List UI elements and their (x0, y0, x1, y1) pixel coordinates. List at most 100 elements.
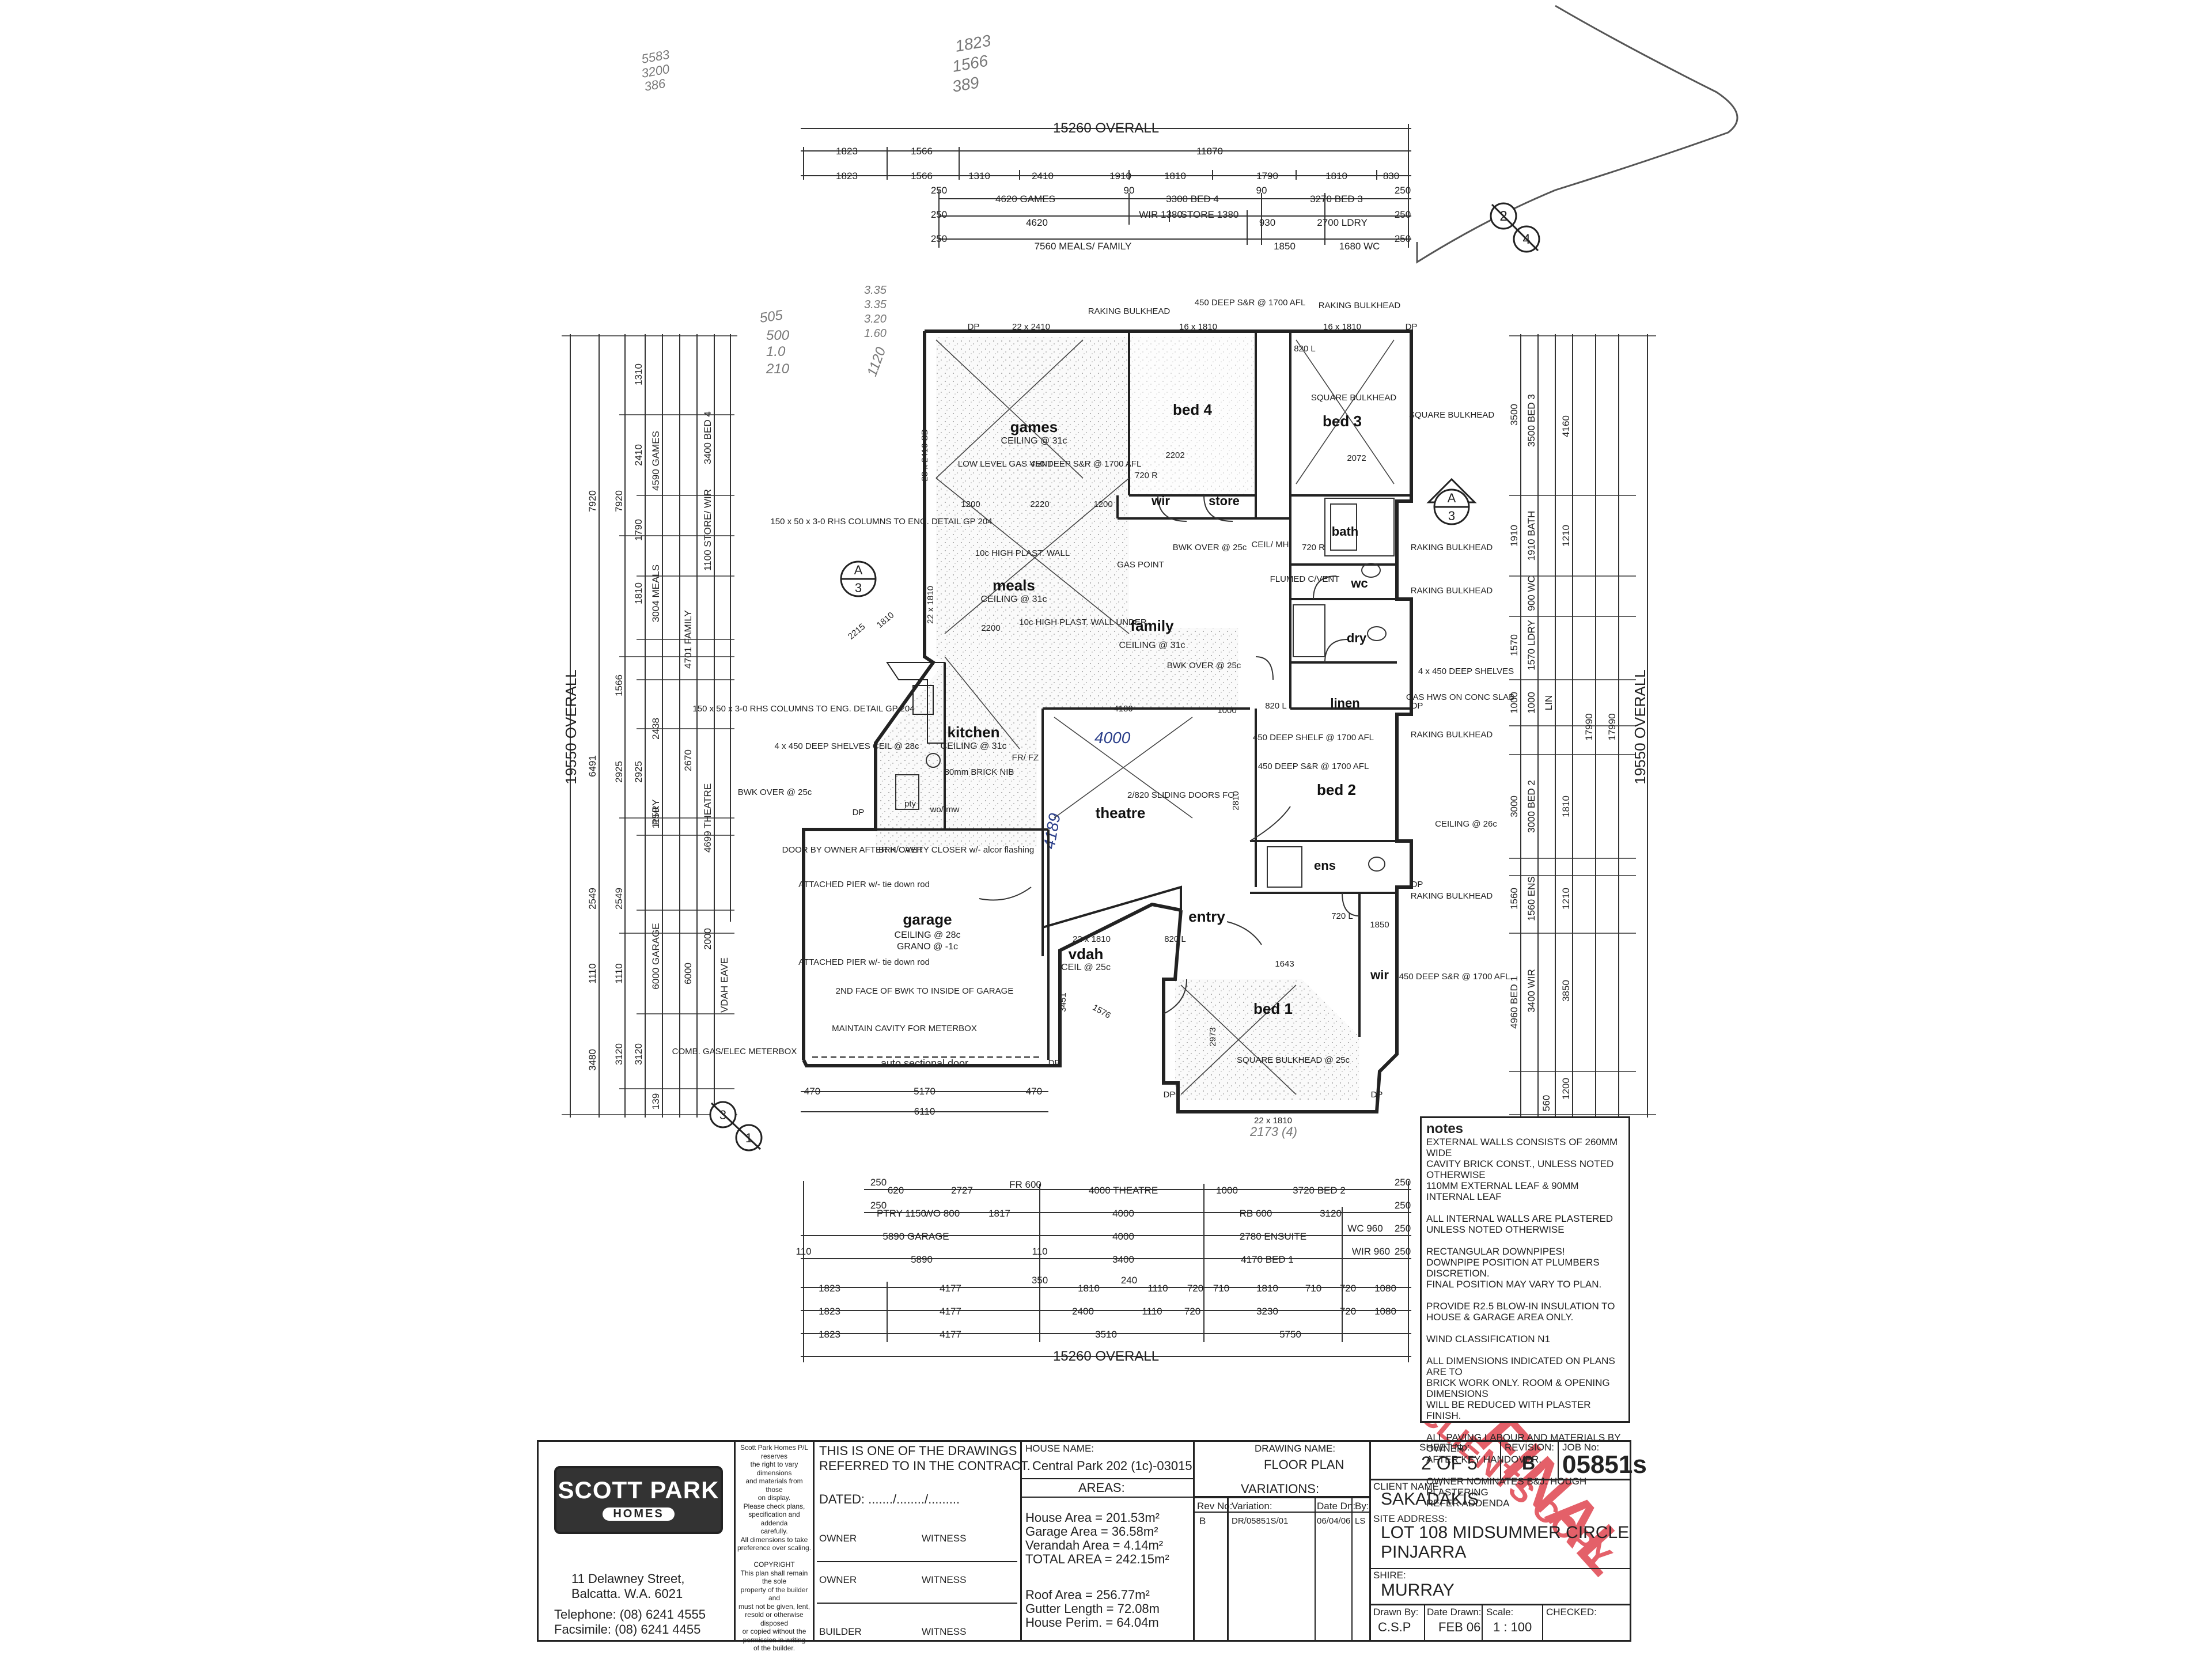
disclaimer-line: or copied without the (742, 1627, 806, 1635)
disclaimer-line: of the builder. (753, 1644, 796, 1652)
svg-text:1210: 1210 (1560, 888, 1571, 910)
scott-park-logo: SCOTT PARK HOMES (554, 1466, 723, 1534)
svg-text:3510: 3510 (1095, 1329, 1117, 1340)
date-drawn-label: Date Drawn: (1427, 1607, 1482, 1618)
bed4-fill (1129, 337, 1256, 495)
contract-line1: THIS IS ONE OF THE DRAWINGS (819, 1444, 1017, 1458)
shire: MURRAY (1381, 1581, 1455, 1600)
disclaimer-line: property of the builder and (740, 1585, 808, 1603)
logo-text-top: SCOTT PARK (558, 1476, 719, 1503)
svg-text:1210: 1210 (1560, 525, 1571, 547)
svg-text:3400: 3400 (1112, 1254, 1134, 1265)
svg-text:3120: 3120 (1320, 1208, 1342, 1219)
svg-text:RAKING BULKHEAD: RAKING BULKHEAD (1319, 301, 1401, 310)
svg-text:VDAH EAVE: VDAH EAVE (719, 957, 730, 1013)
svg-text:1110: 1110 (587, 963, 598, 983)
svg-text:2173 (4): 2173 (4) (1249, 1124, 1297, 1139)
svg-text:1810: 1810 (633, 582, 644, 604)
notes-line (1426, 1202, 1624, 1213)
svg-text:720 R: 720 R (1135, 471, 1158, 480)
svg-text:720: 720 (1340, 1306, 1356, 1317)
svg-text:830: 830 (1383, 171, 1399, 181)
svg-text:WC 960: WC 960 (1347, 1223, 1382, 1234)
room-bed3: bed 3 (1323, 412, 1362, 430)
svg-text:4177: 4177 (940, 1306, 961, 1317)
svg-text:3.20: 3.20 (864, 313, 887, 325)
svg-text:1823: 1823 (819, 1306, 840, 1317)
svg-text:250: 250 (1395, 233, 1411, 244)
disclaimer-line: specification and addenda (748, 1510, 800, 1527)
garage-area: Garage Area = 36.58m² (1025, 1524, 1158, 1539)
svg-text:350: 350 (1032, 1275, 1048, 1286)
svg-text:3230: 3230 (1256, 1306, 1278, 1317)
svg-text:250: 250 (931, 233, 947, 244)
checked-label: CHECKED: (1546, 1607, 1597, 1618)
svg-text:1310: 1310 (968, 171, 990, 181)
svg-text:386: 386 (643, 76, 667, 94)
handwritten-notes: 5583 3200 386 1823 1566 389 505 500 1.0 … (641, 31, 1297, 1139)
notes-line (1426, 1235, 1624, 1246)
svg-text:4177: 4177 (940, 1329, 961, 1340)
notes-line: REFER ADDENDA (1426, 1498, 1510, 1509)
svg-text:450 DEEP S&R @ 1700 AFL: 450 DEEP S&R @ 1700 AFL (1195, 298, 1306, 308)
svg-text:720: 720 (1184, 1306, 1200, 1317)
section-marker-top-right: 2 4 (1490, 202, 1540, 253)
house-perimeter: House Perim. = 64.04m (1025, 1615, 1159, 1630)
svg-text:LIN: LIN (1543, 695, 1554, 710)
notes-line: ALL DIMENSIONS INDICATED ON PLANS ARE TO (1426, 1355, 1615, 1377)
house-name-label: HOUSE NAME: (1025, 1443, 1094, 1454)
svg-text:2810: 2810 (1231, 791, 1241, 810)
svg-text:GAS HWS ON CONC SLAB: GAS HWS ON CONC SLAB (1406, 692, 1514, 702)
svg-text:720 L: 720 L (1331, 911, 1353, 921)
job-no-label: JOB No: (1562, 1442, 1600, 1453)
room-ens: ens (1314, 858, 1336, 873)
drawing-name: FLOOR PLAN (1264, 1457, 1344, 1472)
svg-text:DOOR BY OWNER AFTER H/OVER: DOOR BY OWNER AFTER H/OVER (782, 845, 923, 855)
svg-text:WIR 1380: WIR 1380 (1139, 209, 1183, 220)
room-wc: wc (1350, 576, 1368, 590)
address-line1: 11 Delawney Street, (571, 1571, 685, 1586)
svg-text:2410: 2410 (633, 444, 644, 466)
svg-text:720 R: 720 R (1302, 543, 1325, 552)
svg-text:1100 STORE/ WIR: 1100 STORE/ WIR (702, 489, 713, 571)
room-meals: meals (993, 577, 1035, 594)
svg-text:FLUMED C/VENT: FLUMED C/VENT (1270, 574, 1340, 584)
notes-box: notes EXTERNAL WALLS CONSISTS OF 260MM W… (1420, 1116, 1630, 1509)
right-dimension-chains (1509, 334, 1656, 1118)
disclaimer-line: preference over scaling. (737, 1544, 812, 1552)
svg-text:11870: 11870 (1196, 146, 1223, 157)
svg-text:2973: 2973 (1208, 1027, 1218, 1046)
room-dry: dry (1347, 631, 1367, 645)
disclaimer-line: must not be given, lent, (738, 1602, 810, 1611)
client-name-label: CLIENT NAME: (1373, 1481, 1442, 1492)
svg-text:930: 930 (1259, 217, 1275, 228)
svg-text:1310: 1310 (633, 363, 644, 385)
svg-text:3.35: 3.35 (864, 298, 887, 311)
left-dimension-chains (562, 334, 737, 1118)
house-name: Central Park 202 (1c)-03015 (1032, 1459, 1192, 1473)
svg-text:ATTACHED PIER w/- tie down rod: ATTACHED PIER w/- tie down rod (798, 880, 930, 889)
svg-text:1566: 1566 (911, 146, 933, 157)
notes-line: DOWNPIPE POSITION AT PLUMBERS DISCRETION… (1426, 1257, 1600, 1279)
svg-text:1.60: 1.60 (864, 327, 887, 340)
svg-text:2000: 2000 (702, 928, 713, 950)
variations-label: VARIATIONS: (1241, 1482, 1320, 1496)
svg-text:COMB. GAS/ELEC METERBOX: COMB. GAS/ELEC METERBOX (672, 1047, 797, 1056)
svg-text:4 x 450 DEEP SHELVES CEIL @ 28: 4 x 450 DEEP SHELVES CEIL @ 28c (775, 741, 919, 751)
disclaimer-line (736, 1552, 812, 1561)
svg-text:1810: 1810 (1560, 796, 1571, 817)
disclaimer-line: resold or otherwise disposed (745, 1611, 804, 1627)
svg-text:1823: 1823 (836, 171, 858, 181)
svg-text:1910 BATH: 1910 BATH (1526, 511, 1537, 561)
site-address-line2: PINJARRA (1381, 1543, 1467, 1562)
svg-text:2: 2 (1499, 209, 1507, 224)
svg-text:139: 139 (650, 1093, 661, 1109)
svg-text:3500: 3500 (1509, 404, 1520, 426)
variation-label: Variation: (1232, 1501, 1272, 1512)
notes-line: FINAL POSITION MAY VARY TO PLAN. (1426, 1279, 1602, 1290)
svg-text:1790: 1790 (1256, 171, 1278, 181)
revision-label: REVISION: (1505, 1442, 1554, 1453)
notes-line: RECTANGULAR DOWNPIPES! (1426, 1246, 1565, 1257)
svg-text:150 x 50 x 3-0 RHS COLUMNS TO: 150 x 50 x 3-0 RHS COLUMNS TO ENG. DETAI… (770, 517, 992, 527)
svg-text:450 DEEP SHELF @ 1700 AFL: 450 DEEP SHELF @ 1700 AFL (1253, 733, 1374, 743)
